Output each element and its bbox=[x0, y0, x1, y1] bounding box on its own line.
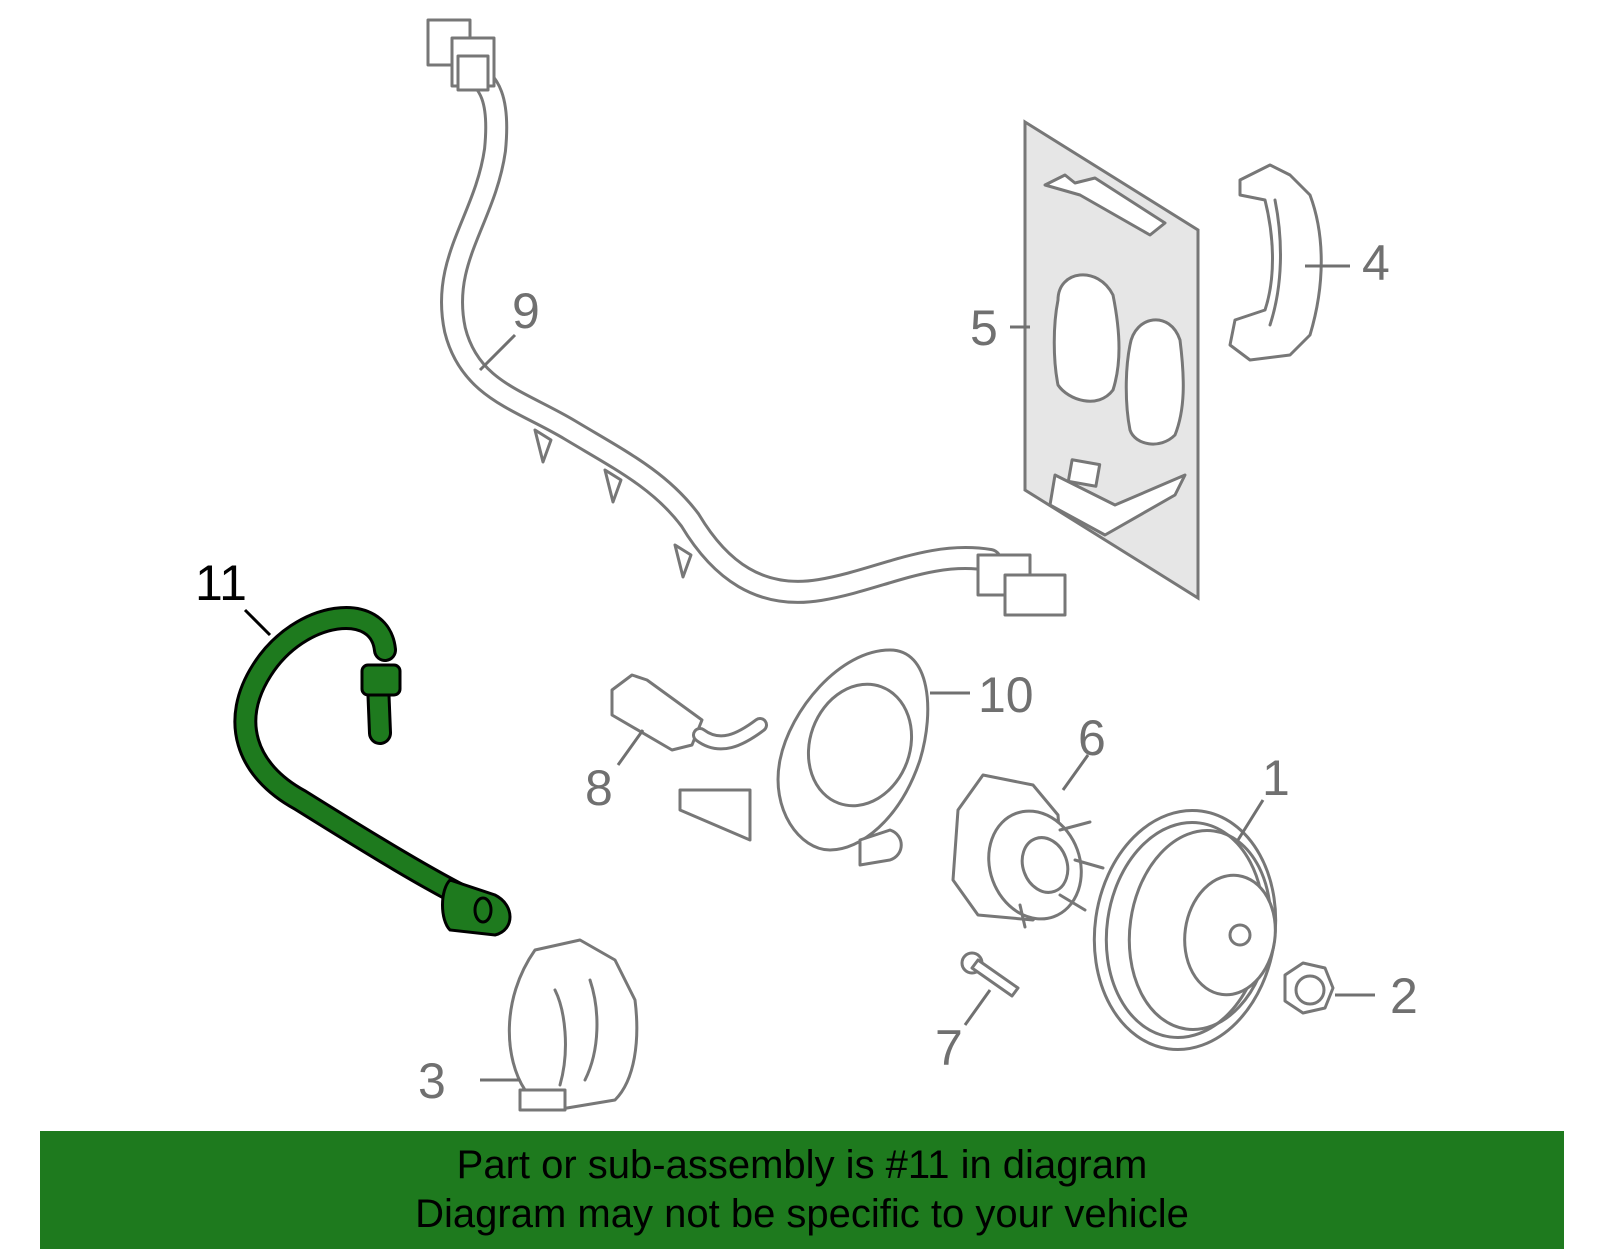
part-4-caliper-bracket bbox=[1228, 163, 1323, 362]
part-2-nut bbox=[1283, 961, 1335, 1015]
callout-6: 6 bbox=[1078, 710, 1106, 766]
callout-5: 5 bbox=[970, 300, 998, 356]
callout-11: 11 bbox=[195, 555, 247, 611]
callout-8: 8 bbox=[585, 760, 613, 816]
leader-lines bbox=[243, 264, 1375, 1082]
part-11-highlighted-cable bbox=[233, 606, 512, 937]
callout-3: 3 bbox=[418, 1053, 446, 1109]
part-5-pad-kit bbox=[1023, 119, 1200, 601]
part-6-hub-bearing bbox=[951, 773, 1105, 929]
callout-4: 4 bbox=[1362, 235, 1390, 291]
callout-7: 7 bbox=[935, 1020, 963, 1076]
part-3-caliper bbox=[507, 938, 639, 1112]
part-7-bolt bbox=[960, 951, 1020, 998]
part-1-rotor bbox=[1092, 809, 1278, 1051]
callout-1: 1 bbox=[1262, 750, 1290, 806]
callout-2: 2 bbox=[1390, 968, 1418, 1024]
part-10-backing-plate bbox=[678, 648, 930, 867]
info-banner: Part or sub-assembly is #11 in diagram D… bbox=[40, 1131, 1564, 1249]
part-9-harness bbox=[426, 18, 1067, 617]
part-8-sensor bbox=[610, 673, 768, 752]
callout-9: 9 bbox=[512, 283, 540, 339]
callout-10: 10 bbox=[978, 667, 1034, 723]
banner-line-1: Part or sub-assembly is #11 in diagram bbox=[456, 1143, 1148, 1187]
banner-line-2: Diagram may not be specific to your vehi… bbox=[415, 1192, 1189, 1236]
